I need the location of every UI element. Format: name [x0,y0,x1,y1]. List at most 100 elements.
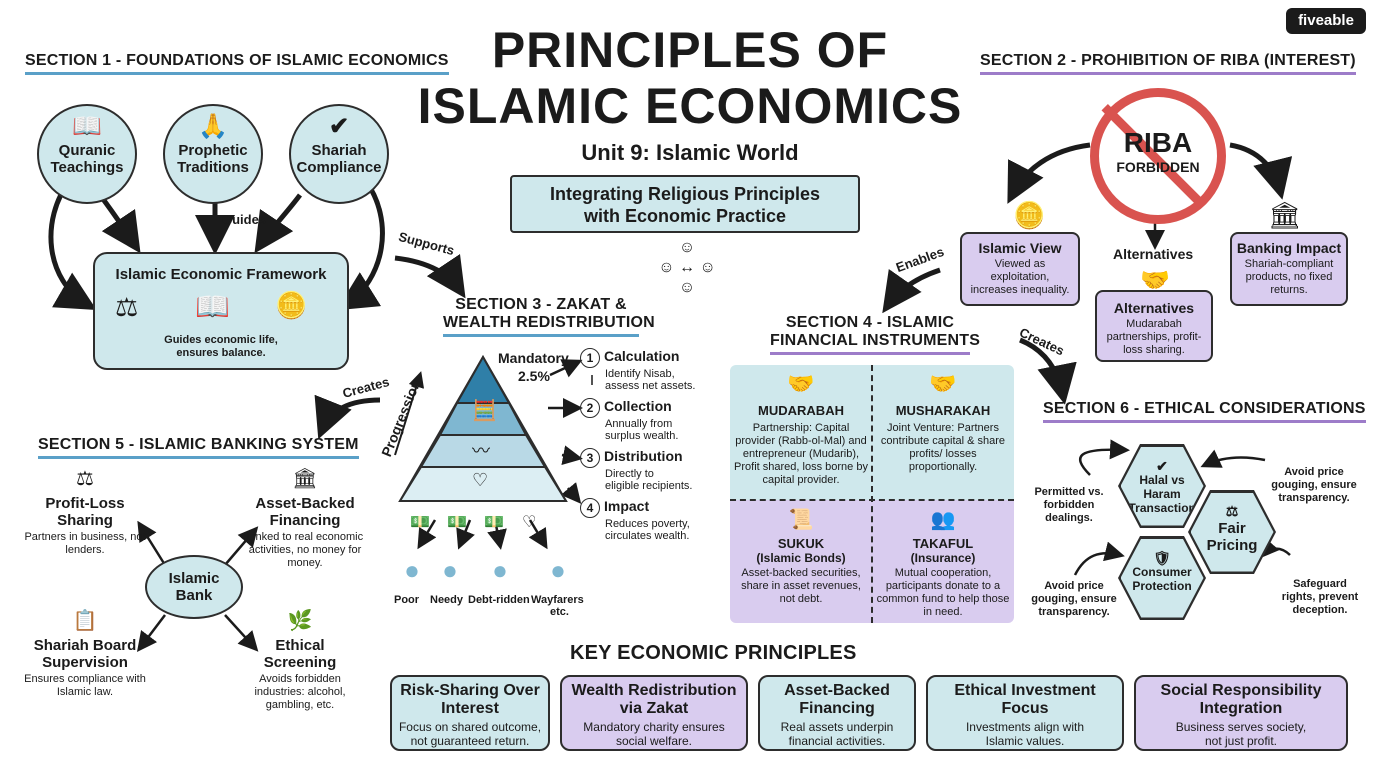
checkmark-icon: ✔ [1156,457,1168,474]
person-icon: ● [550,555,566,585]
guides-label: Guides [222,212,267,227]
halal-haram-hex: ✔ Halal vs Haram Transactions [1118,444,1206,528]
section4-title: SECTION 4 - ISLAMIC FINANCIAL INSTRUMENT… [770,314,981,355]
principle-desc: Real assets underpin [780,720,894,734]
banknote-icon: 💵 [447,514,467,531]
mudarabah-cell: 🤝 MUDARABAH Partnership: Capital provide… [734,371,868,487]
title-line-2: ISLAMIC ECONOMICS [417,78,963,134]
principle-desc: not guaranteed return. [410,734,530,748]
bank-icon: 🏛 [1268,200,1302,230]
principle-title: Wealth Redistribution [571,682,737,699]
section3-title-line: SECTION 3 - ZAKAT & [455,296,627,313]
islamic-view-title: Islamic View [978,240,1062,256]
bank-item-desc: Ensures compliance with Islamic law. [24,673,146,698]
step-title: Distribution [604,448,683,464]
principle-title: Focus [1001,700,1049,717]
musharakah-cell: 🤝 MUSHARAKAH Joint Venture: Partners con… [876,371,1010,474]
coins-icon: 🪙 [1013,200,1046,230]
praying-hands-icon: 🙏 [198,113,228,140]
banner-line-2: with Economic Practice [583,206,787,226]
step-number: 3 [580,448,600,468]
source-label: Shariah Compliance [296,142,382,176]
rate-label: 2.5% [518,368,550,384]
framework-desc-line: ensures balance. [176,347,266,359]
principle-desc: Focus on shared outcome, [398,720,542,734]
prophetic-traditions-node: 🙏 Prophetic Traditions [163,104,263,204]
brand-logo: fiveable [1286,8,1366,34]
asset-backed-financing: 🏛 Asset-Backed Financing Linked to real … [240,466,370,570]
bank-item-title: Shariah Board Supervision [33,637,137,671]
section3-title: SECTION 3 - ZAKAT & WEALTH REDISTRIBUTIO… [443,296,655,337]
instrument-subtitle: (Islamic Bonds) [756,551,846,565]
step-number: 4 [580,498,600,518]
islamic-bank-line: Islamic [168,570,220,587]
principle-title: Integration [1199,700,1283,717]
principle-title: Ethical Investment [954,682,1096,699]
note-safeguard: Safeguard rights, prevent deception. [1281,578,1359,616]
step-desc: assess net assets. [605,380,696,392]
instrument-desc: Mutual cooperation, participants donate … [876,567,1010,618]
instruments-grid: 🤝 MUDARABAH Partnership: Capital provide… [730,365,1014,623]
recipient-label: Debt-ridden [468,594,530,606]
principle-desc: not just profit. [1204,734,1278,748]
note-permitted: Permitted vs. forbidden dealings. [1034,486,1104,524]
fair-pricing-hex: ⚖ Fair Pricing [1188,490,1276,574]
recipient-label: Needy [430,594,464,606]
section4-title-line: FINANCIAL INSTRUMENTS [770,332,981,349]
step-number: 2 [580,398,600,418]
framework-box: Islamic Economic Framework ⚖ 📖 🪙 Guides … [93,252,349,370]
instrument-desc: Joint Venture: Partners contribute capit… [880,422,1006,473]
section6-title: SECTION 6 - ETHICAL CONSIDERATIONS [1043,400,1366,423]
principle-title: via Zakat [619,700,689,717]
framework-desc-line: Guides economic life, [164,334,278,346]
scales-icon: ⚖ [1225,502,1239,519]
banking-impact-desc: Shariah-compliant products, no fixed ret… [1244,258,1334,296]
alternatives-desc: Mudarabah partnerships, profit-loss shar… [1106,318,1202,356]
banking-impact-box: Banking Impact Shariah-compliant product… [1230,232,1348,306]
step-desc: Reduces poverty, [605,518,690,530]
step-number: 1 [580,348,600,368]
step-desc: Directly to [605,468,654,480]
title-line-1: PRINCIPLES OF [491,22,889,78]
step-title: Collection [604,398,672,414]
note-avoid-gouging-2: Avoid price gouging, ensure transparency… [1031,580,1117,618]
principle-title: Social Responsibility [1160,682,1322,699]
riba-forbidden-sign: RIBA FORBIDDEN [1090,88,1226,224]
step-title: Impact [604,498,650,514]
book-icon: 📖 [195,291,230,322]
principle-desc: Mandatory charity ensures [583,720,725,734]
scales-icon: ⚖ [76,468,94,490]
certificate-icon: 📜 [788,509,814,531]
islamic-view-box: Islamic View Viewed as exploitation, inc… [960,232,1080,306]
clipboard-icon: 📋 [72,610,98,632]
framework-title: Islamic Economic Framework [115,266,327,283]
calculator-icon: 🧮 [472,400,497,422]
section5-title: SECTION 5 - ISLAMIC BANKING SYSTEM [38,436,359,459]
alternatives-box: Alternatives Mudarabah partnerships, pro… [1095,290,1213,362]
islamic-bank-line: Bank [175,587,213,604]
page-title: PRINCIPLES OF ISLAMIC ECONOMICS [400,22,980,134]
islamic-view-desc: Viewed as exploitation, increases inequa… [970,258,1070,296]
principle-card: Wealth Redistribution via Zakat Mandator… [560,675,748,751]
enables-label: Enables [893,243,946,276]
note-avoid-gouging: Avoid price gouging, ensure transparency… [1271,466,1357,504]
book-icon: 📖 [72,113,102,140]
principle-desc: financial activities. [788,734,886,748]
section1-title: SECTION 1 - FOUNDATIONS OF ISLAMIC ECONO… [25,52,449,75]
creates-left-label: Creates [340,374,391,401]
shariah-board-supervision: 📋 Shariah Board Supervision Ensures comp… [20,608,150,699]
principle-desc: Business serves society, [1175,720,1307,734]
instrument-desc: Asset-backed securities, share in asset … [741,567,861,605]
islamic-bank-node: Islamic Bank [145,555,243,619]
instrument-title: TAKAFUL [912,536,974,551]
theme-banner: Integrating Religious Principles with Ec… [510,175,860,233]
principle-title: Risk-Sharing Over [400,682,540,699]
etc-label: etc. [550,606,569,618]
checkmark-icon: ✔ [328,113,350,140]
zakat-pyramid [398,355,568,502]
principle-desc: social welfare. [615,734,693,748]
hex-label: Consumer Protection [1132,564,1192,593]
